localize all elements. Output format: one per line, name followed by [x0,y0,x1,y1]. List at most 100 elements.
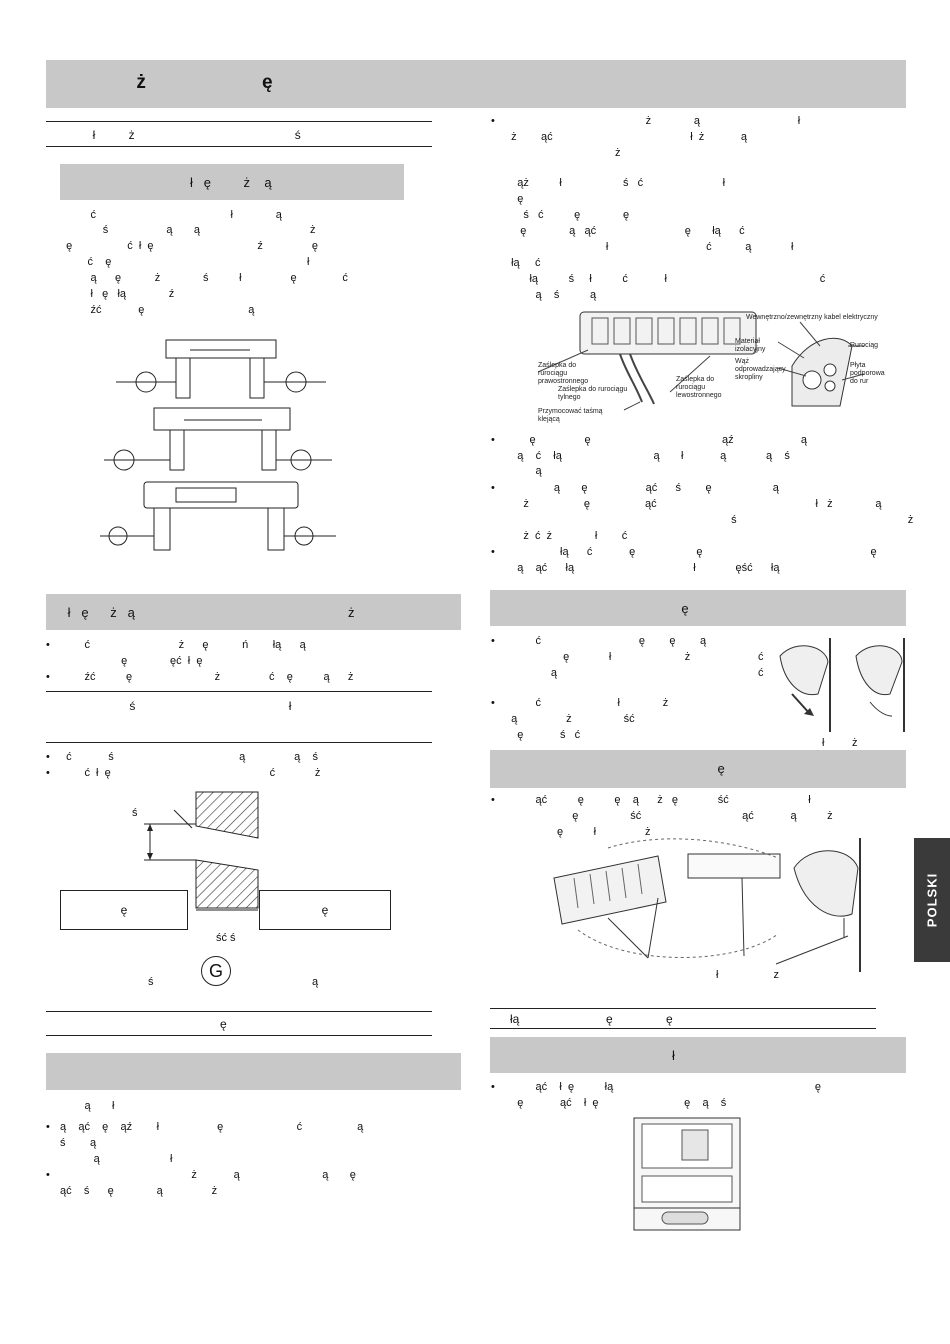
text-line: ś ą ą ż [60,224,316,236]
g-circle-symbol: G [201,956,231,986]
bullet-item: ą ąć ę ąź ł ę ć ą [46,1120,363,1134]
text-line: ś ż [505,514,914,526]
section-heading [490,750,906,788]
section-heading [46,1053,461,1090]
text-line: ć ę ł [60,256,310,268]
text-line: ż [505,147,621,159]
figure-label-cable: Wewnętrzno/zewnętrzny kabel elektryczny [746,314,878,321]
label-box-left: ę [60,890,188,930]
section-title: ł ę ż ą [60,175,272,190]
divider [490,1028,876,1029]
text-line: łą ć [505,257,541,269]
bullet-item: ć ę ę ą [491,634,706,648]
text-line: ł ć ą ł [505,241,794,253]
bullet-item: źć ę ż ć ę ą ż [46,670,353,684]
section-title: ę [490,761,725,776]
mounting-plate-diagram [100,339,336,551]
text-line: ę ąć ł ę ę ą ś [505,1097,727,1109]
diagram-label: ś [132,807,138,819]
bullet-item: ć ś ą ą ś [46,750,318,764]
text-line: ć [758,651,764,663]
figure-label-support: Płyta podporowa do rur [850,362,885,385]
text-line: ć [758,667,764,679]
text-line: źć ę ą [60,304,255,316]
terminal-cover-figure [633,1117,741,1231]
section-heading [60,164,404,200]
caption-left: ś [148,976,154,988]
box-label: ę [120,903,128,917]
box-label: ę [321,903,329,917]
language-tab-label: POLSKI [924,872,940,928]
text-line: ą [505,465,542,477]
subtitle: łą ę ę [490,1012,673,1026]
bullet-item: ąć ł ę łą ę [491,1080,821,1094]
section-title: ę [490,601,689,616]
text-line: ę ś ć [505,729,581,741]
bullet-item: ż ą ą ę [46,1168,356,1182]
text-line: ż ę ąć ł ż ą [505,498,882,510]
text-line: ę ść ąć ą ż [505,810,833,822]
text-line: ż ąć ł ż ą [505,131,748,143]
text-line: ę [505,193,524,205]
section-title: ł ę ż ą ż [46,605,355,620]
wall-section-bottom [195,859,259,909]
text-line: ł ę łą ź [60,288,175,300]
figure-label-insulation: Materiał izolacyjny [735,338,766,353]
bullet-item: ąć ę ę ą ż ę ść ł [491,793,811,807]
bullet-item: ć ż ę ń łą ą [46,638,306,652]
diagram-label: ść ś [216,932,236,944]
mounting-plate-small [116,339,326,399]
text-line: ąć ś ę ą ż [60,1185,218,1197]
text-line: łą ś ł ć ł ć [505,273,826,285]
divider [46,121,432,122]
figure-caption: ł z [716,969,779,981]
bullet-item: ą ę ąć ś ę ą [491,481,779,495]
text-line: ć ł ą [60,209,282,221]
bullet-item: ć ł ę ć ż [46,766,320,780]
unit-removal-figure [779,638,905,732]
figure-label-tape: Przymocować taśmą klejącą [538,408,603,423]
text-line: ą ż ść [505,713,635,725]
text-line: ą ł [60,1100,115,1112]
text-line: ą ł [60,1153,173,1165]
divider [46,742,432,743]
bullet-item: ę ę ąź ą [491,433,807,447]
text-line: ąż ł ś ć ł [505,177,726,189]
text-line: ę ł ż [505,826,651,838]
page-title: ż ę [110,72,273,93]
section-heading [46,594,461,630]
text-line: ę ł ż [505,651,691,663]
bullet-item: ć ł ż [491,696,668,710]
wall-hole-diagram [144,791,259,911]
circle-letter: G [208,961,223,981]
text-line: ą ć łą ą ł ą ą ś [505,450,790,462]
subtitle: ś ł [46,699,292,713]
text-line: ę ć ł ę ź ę [60,240,318,252]
divider [490,1008,876,1009]
bullet-item: łą ć ę ę ę [491,545,877,559]
figure-label-pipe: Rurociąg [850,342,879,349]
divider [46,1035,432,1036]
text-line: ą [505,667,557,679]
section-heading [490,1037,906,1073]
mounting-plate-large [100,481,336,551]
unit-hanging-figure [553,838,861,972]
figure-label-drain: Wąż odprowadzający skropliny [735,358,786,381]
subtitle: ł ż ś [46,128,301,142]
divider [46,146,432,147]
subtitle: ę [220,1017,227,1031]
text-line: ą ąć łą ł ęść łą [505,562,780,574]
figure-label-cap-rear: Zaślepka do rurociągu tylnego [558,386,628,401]
wall-section-top [195,791,259,839]
text-line: ą ę ż ś ł ę ć [60,272,348,284]
page-header [46,60,906,108]
section-title: ł [672,1048,675,1063]
text-line: ś ą [60,1137,97,1149]
text-line: ę ą ąć ę łą ć [505,225,745,237]
text-line: ś ć ę ę [505,209,630,221]
bullet-item: ż ą ł [491,114,800,128]
language-tab: POLSKI [914,838,950,962]
label-box-right: ę [259,890,391,930]
text-line: ą ś ą [505,289,597,301]
divider [46,691,432,692]
